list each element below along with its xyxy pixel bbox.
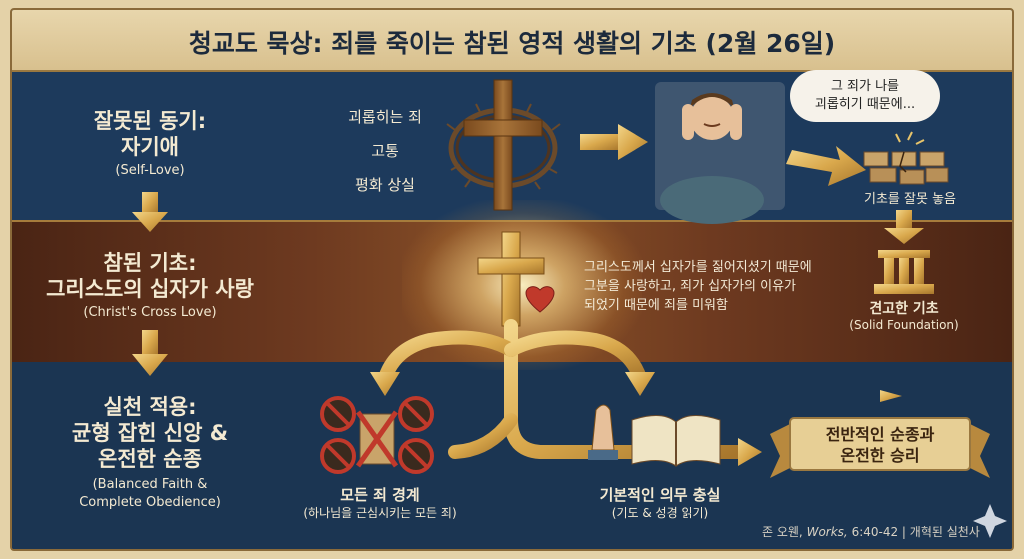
- open-bible-icon: [632, 415, 720, 466]
- true-foundation-title: 참된 기초:: [30, 250, 270, 276]
- citation-ref: 6:40-42 | 개혁된 실천사: [852, 525, 980, 539]
- arrow-to-person: [580, 124, 648, 160]
- citation-author: 존 오웬,: [762, 525, 803, 539]
- duty-sub: (기도 & 성경 읽기): [580, 504, 740, 521]
- note-line2: 그분을 사랑하고, 죄가 십자가의 이유가: [584, 277, 864, 296]
- distressed-person-icon: [655, 82, 785, 224]
- sin-word-2: 고통: [330, 140, 440, 161]
- application-en2: Complete Obedience): [30, 494, 270, 511]
- arrow-right-down: [625, 372, 655, 396]
- sin-word-3: 평화 상실: [330, 174, 440, 195]
- banner-line1: 전반적인 순종과: [792, 424, 968, 445]
- note-line1: 그리스도께서 십자가를 짊어지셨기 때문에: [584, 258, 864, 277]
- citation-work: Works,: [807, 525, 848, 539]
- prohibited-sins-icon: [322, 398, 432, 472]
- application-line2: 온전한 순종: [30, 446, 270, 472]
- sin-word-1: 괴롭히는 죄: [330, 106, 440, 127]
- crown-of-thorns-cross-icon: [447, 80, 560, 210]
- wrong-motive-title: 잘못된 동기:: [60, 108, 240, 134]
- thought-bubble: 그 죄가 나를 괴롭히기 때문에...: [790, 70, 940, 122]
- wrong-motive-name: 자기애: [60, 134, 240, 160]
- down-arrow-1: [132, 192, 168, 232]
- heart-icon: [526, 287, 554, 312]
- broken-foundation-icon: [864, 132, 948, 184]
- all-sin-label: 모든 죄 경계: [300, 484, 460, 505]
- arrow-to-wrong-base: [786, 146, 866, 186]
- wrong-motive-en: (Self-Love): [60, 162, 240, 179]
- central-cross-icon: [478, 232, 544, 326]
- down-arrow-2: [132, 330, 168, 376]
- application-title: 실천 적용:: [30, 394, 270, 420]
- praying-hands-icon: [588, 405, 618, 460]
- true-foundation-name: 그리스도의 십자가 사랑: [20, 276, 280, 302]
- true-foundation-en: (Christ's Cross Love): [30, 304, 270, 321]
- arrow-left-down: [370, 372, 400, 396]
- application-line1: 균형 잡힌 신앙 &: [30, 420, 270, 446]
- arrow-to-banner: [738, 438, 762, 466]
- solid-foundation-en: (Solid Foundation): [824, 318, 984, 332]
- citation: 존 오웬, Works, 6:40-42 | 개혁된 실천사: [762, 523, 992, 540]
- application-en1: (Balanced Faith &: [30, 476, 270, 493]
- all-sin-sub: (하나님을 근심시키는 모든 죄): [280, 504, 480, 521]
- down-arrow-to-solid: [884, 210, 924, 244]
- cross-love-note: 그리스도께서 십자가를 짊어지셨기 때문에 그분을 사랑하고, 죄가 십자가의 …: [584, 258, 864, 315]
- wrong-base-label: 기초를 잘못 놓음: [840, 188, 980, 207]
- solid-foundation-pillar-icon: [874, 250, 934, 294]
- victory-banner-text: 전반적인 순종과 온전한 승리: [792, 424, 968, 466]
- note-line3: 되었기 때문에 죄를 미워함: [584, 296, 864, 315]
- duty-label: 기본적인 의무 충실: [560, 484, 760, 505]
- thought-line1: 그 죄가 나를: [790, 78, 940, 96]
- solid-foundation-label: 견고한 기초: [834, 298, 974, 318]
- thought-line2: 괴롭히기 때문에...: [790, 96, 940, 114]
- banner-line2: 온전한 승리: [792, 445, 968, 466]
